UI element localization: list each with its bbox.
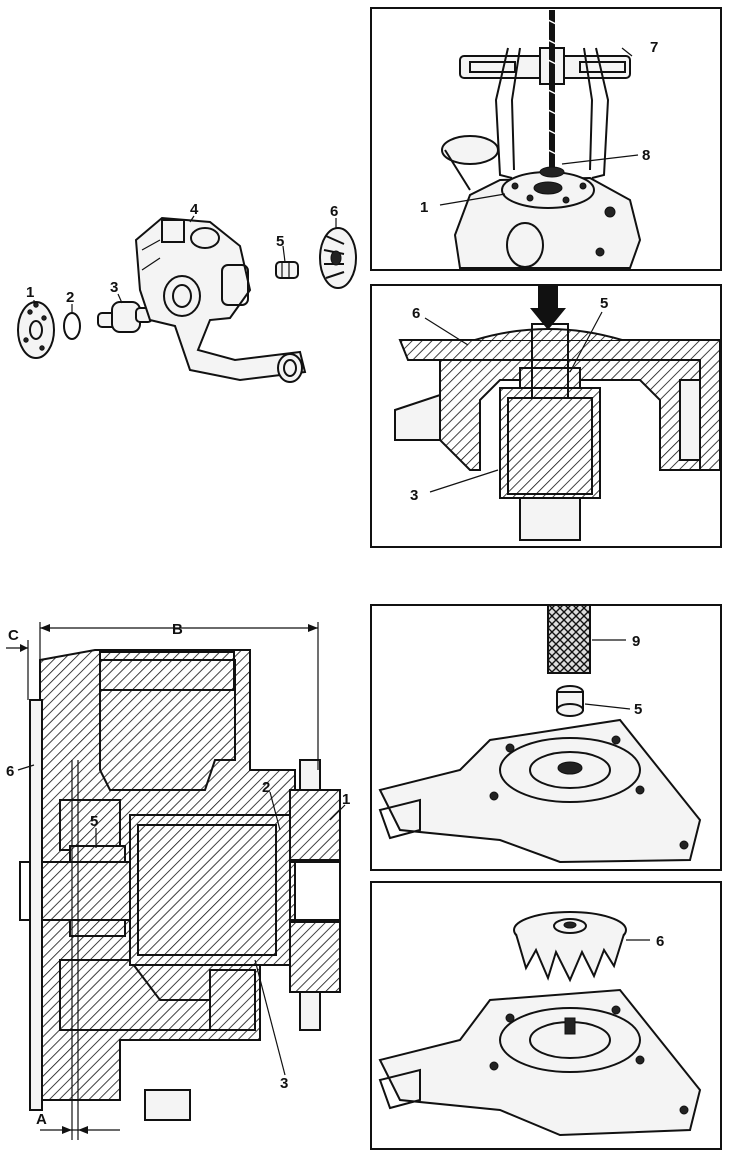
dimension-label-6: 6 — [6, 763, 14, 780]
exploded-label-2: 2 — [66, 289, 74, 306]
dimension-label-2: 2 — [262, 779, 270, 796]
dimension-label-1: 1 — [342, 791, 350, 808]
puller-label-8: 8 — [642, 147, 650, 164]
dimension-label-5: 5 — [90, 813, 98, 830]
puller-label-1: 1 — [420, 199, 428, 216]
dimension-section-view: C B 6 5 2 1 3 A — [6, 621, 350, 1140]
puller-view-panel: 7 8 1 — [370, 7, 722, 271]
dimension-label-C: C — [8, 627, 19, 644]
exploded-label-6: 6 — [330, 203, 338, 220]
bearing-shaft-part — [97, 301, 153, 333]
press-label-6: 6 — [412, 305, 420, 322]
exploded-label-3: 3 — [110, 279, 118, 296]
dimension-label-B: B — [172, 621, 183, 638]
exploded-label-4: 4 — [190, 201, 199, 218]
seal-install-view-panel: 9 5 — [370, 604, 722, 871]
press-label-3: 3 — [410, 487, 418, 504]
press-label-5: 5 — [600, 295, 608, 312]
seal-part — [275, 261, 299, 279]
seal-install-label-5: 5 — [634, 701, 642, 718]
circlip-part — [63, 312, 81, 340]
hub-flange-part — [17, 301, 55, 359]
exploded-label-5: 5 — [276, 233, 284, 250]
impeller-part — [319, 227, 357, 289]
dimension-label-A: A — [36, 1111, 47, 1128]
impeller-install-view-panel: 6 — [370, 881, 722, 1150]
seal-install-label-9: 9 — [632, 633, 640, 650]
exploded-label-1: 1 — [26, 284, 34, 301]
dimension-label-3: 3 — [280, 1075, 288, 1092]
press-section-view-panel: 6 5 3 — [370, 284, 722, 548]
impeller-install-label-6: 6 — [656, 933, 664, 950]
pump-housing-part — [134, 216, 307, 383]
puller-label-7: 7 — [650, 39, 658, 56]
exploded-view: 1 2 3 4 5 6 — [17, 201, 357, 383]
